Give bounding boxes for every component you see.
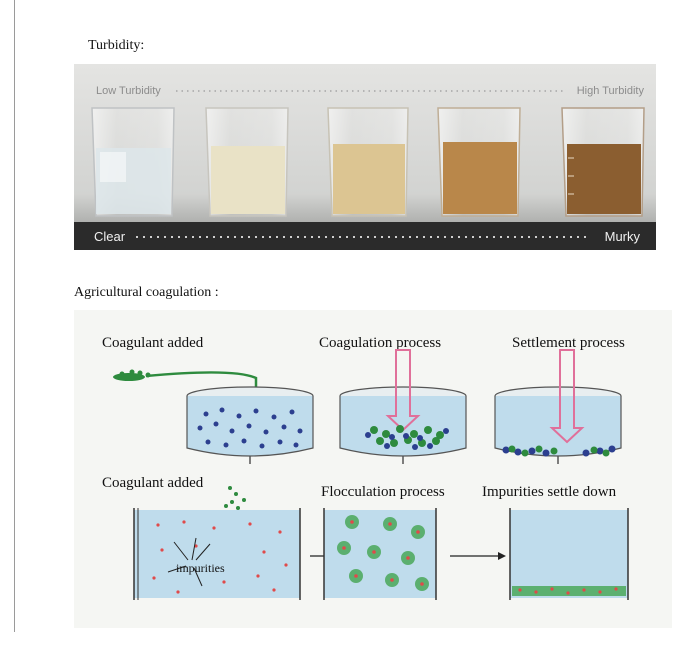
beaker-4-liquid (443, 142, 517, 214)
coagulation-heading: Agricultural coagulation : (74, 285, 219, 300)
row1-step1-label: Coagulant added (102, 335, 204, 351)
coagulation-arrow (385, 349, 421, 432)
impurities-label: impurities (176, 561, 225, 575)
low-turbidity-label: Low Turbidity (96, 85, 161, 97)
row2-step2-label: Flocculation process (321, 484, 445, 500)
row2-tank-2 (323, 508, 437, 600)
high-turbidity-label: High Turbidity (577, 85, 645, 97)
row1-step2-label: Coagulation process (319, 335, 441, 351)
beaker-4 (437, 107, 521, 217)
row1-tank-1 (113, 369, 314, 464)
beaker-2 (205, 107, 289, 217)
coagulant-pour-arrow (145, 371, 258, 390)
beaker-2-liquid (211, 146, 285, 214)
turbidity-heading: Turbidity: (88, 38, 145, 53)
process-arrow-2 (450, 552, 506, 560)
beaker-3-liquid (333, 144, 405, 214)
turbidity-photo: Low Turbidity High Turbidity Clear Murky (74, 64, 656, 250)
row2-step3-label: Impurities settle down (482, 484, 617, 500)
beaker-1 (91, 107, 175, 217)
murky-label: Murky (605, 229, 641, 244)
beaker-5 (561, 107, 645, 217)
beaker-5-liquid (567, 144, 641, 214)
coagulation-diagram: Coagulant added Coagulation process Sett… (74, 310, 672, 628)
row2-tank-1: impurities (133, 486, 301, 600)
row2-step1-label: Coagulant added (102, 475, 204, 491)
row1-step3-label: Settlement process (512, 335, 625, 351)
beaker-3 (327, 107, 409, 217)
row2-tank-3 (509, 508, 629, 600)
row1-tank-3 (494, 349, 622, 464)
row1-tank-2 (339, 349, 467, 464)
page-margin-rule (14, 0, 15, 632)
settlement-arrow (549, 349, 585, 444)
clear-label: Clear (94, 229, 126, 244)
